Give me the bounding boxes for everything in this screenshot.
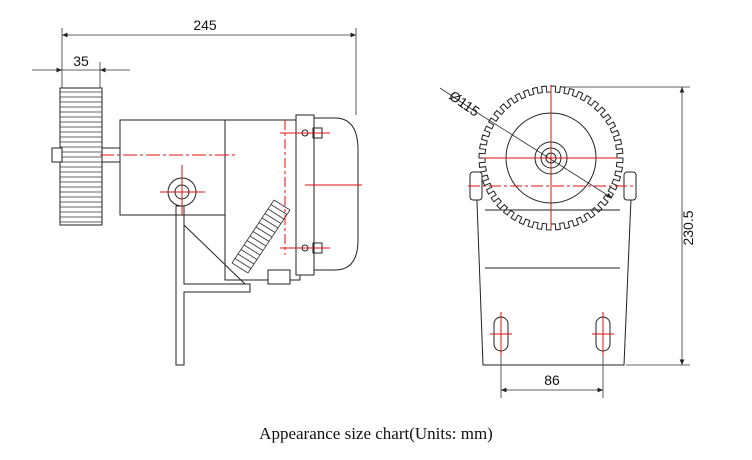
frame-outline	[475, 174, 633, 366]
bracket-brace	[183, 224, 246, 285]
dim-86-label: 86	[544, 372, 560, 388]
spring-anchor	[267, 269, 291, 285]
front-view: Ø115 230.5 86	[439, 85, 696, 398]
gear-housing	[224, 119, 301, 281]
gear-teeth-side	[60, 91, 102, 223]
dim-230-label: 230.5	[680, 210, 696, 245]
shaft-end	[51, 147, 63, 163]
motor-body	[119, 119, 226, 216]
side-view: 245 35	[32, 17, 362, 366]
dim-35-label: 35	[73, 53, 89, 69]
gear-wheel-front	[478, 85, 624, 231]
dimension-drawing: 245 35	[32, 17, 696, 398]
flange-plate	[295, 114, 315, 276]
dim-dia-line	[472, 109, 613, 199]
gear-wheel-side	[59, 87, 103, 226]
dim-dia-leader	[439, 87, 474, 111]
tension-spring	[231, 199, 291, 274]
end-cap	[300, 117, 359, 271]
caption: Appearance size chart(Units: mm)	[259, 424, 493, 443]
dim-dia-label: Ø115	[446, 87, 483, 119]
dim-245-label: 245	[193, 17, 217, 33]
mount-bracket	[175, 205, 251, 366]
